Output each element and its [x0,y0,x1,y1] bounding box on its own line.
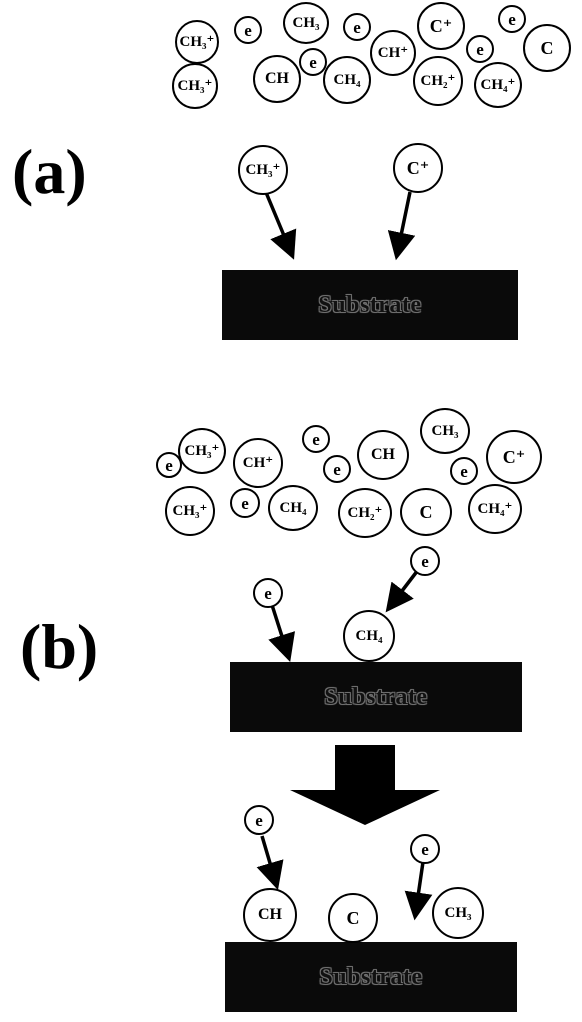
c-ion-particle: C⁺ [486,430,542,484]
arrow-b-electron-left [268,604,296,663]
c-adsorbed-particle: C [328,893,378,943]
ch-ion-particle: CH⁺ [370,30,416,76]
ch-adsorbed-particle: CH [243,888,297,942]
arrow-b2-electron-left [256,835,284,891]
process-arrow [290,745,440,825]
ch4-particle: CH₄ [268,485,318,531]
electron-particle: e [343,13,371,41]
electron-particle: e [323,455,351,483]
electron-particle: e [410,834,440,864]
electron-particle: e [244,805,274,835]
panel-label-a: (a) [12,136,87,207]
ch4-adsorbed-particle: CH₄ [343,610,395,662]
c-ion-particle: C⁺ [393,143,443,193]
ch3-ion-particle: CH₃⁺ [172,63,218,109]
c-particle: C [523,24,571,72]
substrate-a: Substrate [222,270,518,340]
electron-particle: e [230,488,260,518]
ch3-ion-particle: CH₃⁺ [238,145,288,195]
panel-label-b: (b) [20,611,99,682]
ch4-ion-particle: CH₄⁺ [468,484,522,534]
ch3-ion-particle: CH₃⁺ [175,20,219,64]
substrate-label: Substrate [318,291,422,318]
ch-ion-particle: CH⁺ [233,438,283,488]
substrate-label: Substrate [324,683,428,710]
ch-particle: CH [253,55,301,103]
arrow-b-electron-right [385,568,420,613]
ch3-particle: CH₃ [283,2,329,44]
electron-particle: e [253,578,283,608]
electron-particle: e [156,452,182,478]
ch3-ion-particle: CH₃⁺ [165,486,215,536]
ch2-ion-particle: CH₂⁺ [338,488,392,538]
ch3-adsorbed-particle: CH₃ [432,887,484,939]
c-ion-particle: C⁺ [417,2,465,50]
arrow-a-left [263,189,297,260]
electron-particle: e [234,16,262,44]
ch-particle: CH [357,430,409,480]
ch2-ion-particle: CH₂⁺ [413,56,463,106]
substrate-b-bottom: Substrate [225,942,517,1012]
arrow-a-right [387,191,416,261]
substrate-label: Substrate [319,963,423,990]
arrow-b2-electron-right [404,861,433,921]
ch3-ion-particle: CH₃⁺ [178,428,226,474]
electron-particle: e [450,457,478,485]
ch3-particle: CH₃ [420,408,470,454]
ch4-ion-particle: CH₄⁺ [474,62,522,108]
c-particle: C [400,488,452,536]
electron-particle: e [299,48,327,76]
electron-particle: e [302,425,330,453]
substrate-b-top: Substrate [230,662,522,732]
electron-particle: e [466,35,494,63]
electron-particle: e [498,5,526,33]
ch4-particle: CH₄ [323,56,371,104]
electron-particle: e [410,546,440,576]
